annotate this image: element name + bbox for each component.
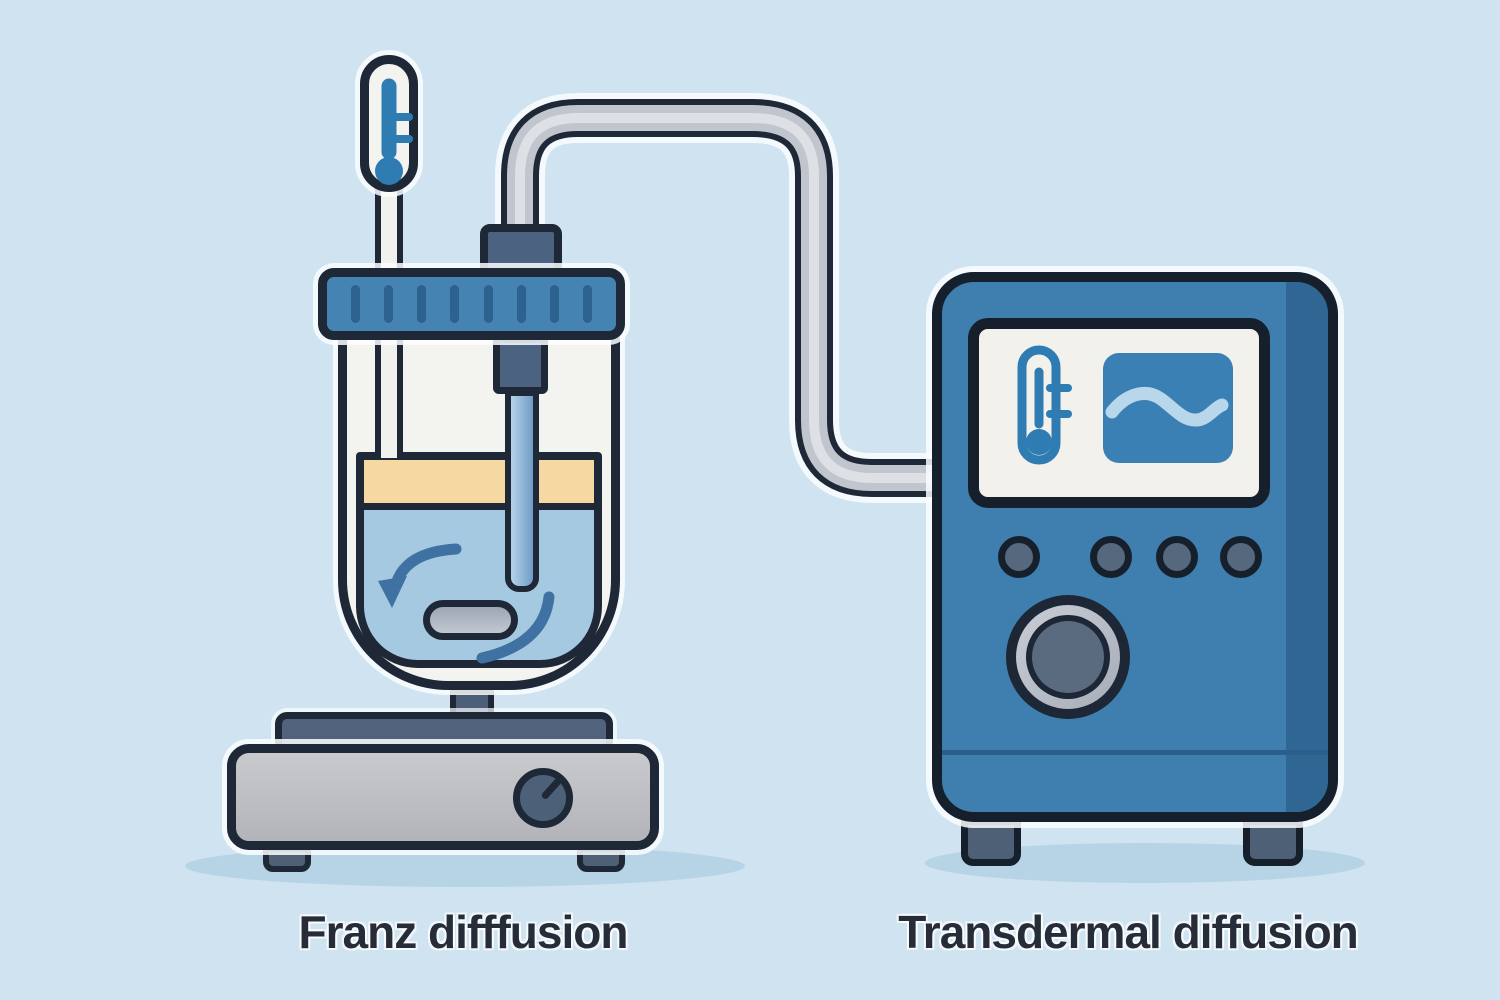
sampling-tube bbox=[505, 390, 539, 592]
control-button-4 bbox=[1220, 536, 1262, 578]
membrane-layer bbox=[364, 460, 594, 510]
hotplate-knob bbox=[513, 768, 573, 828]
caption-franz-diffusion: Franz difffusion bbox=[298, 906, 629, 958]
cap-rib bbox=[516, 285, 526, 323]
hotplate-body bbox=[227, 744, 659, 850]
cap-rib bbox=[582, 285, 592, 323]
control-knob bbox=[1006, 595, 1130, 719]
cap-rib bbox=[417, 285, 427, 323]
cap-rib bbox=[384, 285, 394, 323]
display-screen bbox=[968, 318, 1270, 508]
thermometer-icon bbox=[355, 50, 423, 197]
machine-foot-left bbox=[961, 818, 1021, 866]
knob-silver-ring bbox=[1016, 605, 1120, 709]
sampling-port bbox=[493, 336, 548, 394]
cap-rib bbox=[450, 285, 460, 323]
cap-rib bbox=[483, 285, 493, 323]
control-button-3 bbox=[1156, 536, 1198, 578]
cap-rib bbox=[549, 285, 559, 323]
knob-center bbox=[1032, 621, 1104, 693]
control-unit-side-shade bbox=[1286, 282, 1328, 812]
control-button-2 bbox=[1090, 536, 1132, 578]
control-button-1 bbox=[998, 536, 1040, 578]
control-unit-seam bbox=[942, 750, 1328, 755]
cell-cap bbox=[318, 268, 625, 340]
stir-bar bbox=[423, 600, 518, 640]
caption-transdermal-diffusion: Transdermal diffusion bbox=[898, 906, 1359, 958]
machine-foot-right bbox=[1243, 818, 1303, 866]
cap-rib bbox=[351, 285, 361, 323]
knob-inner-ring bbox=[1026, 615, 1110, 699]
